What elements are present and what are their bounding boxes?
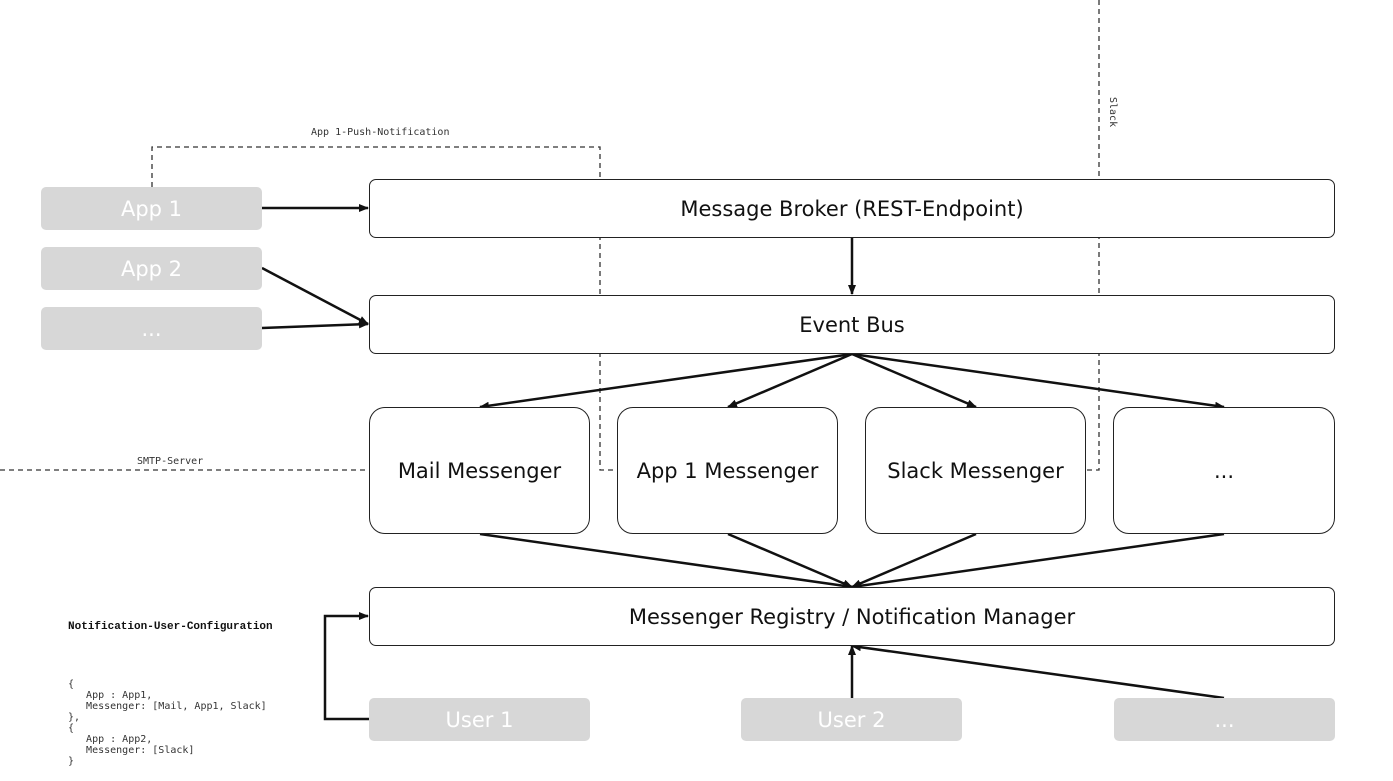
config-code: { App : App1, Messenger: [Mail, App1, Sl…: [68, 679, 267, 767]
event-bus-to-app1-messenger-arrow: [727, 352, 853, 409]
app-more-to-event-bus-arrow: [261, 320, 369, 330]
user-2-box: User 2: [741, 698, 962, 741]
slack-connection: [1086, 0, 1100, 471]
app2-to-event-bus-arrow: [261, 266, 369, 326]
notification-user-configuration: Notification-User-Configuration { App : …: [68, 585, 273, 781]
user-1-box: User 1: [369, 698, 590, 741]
user1-to-registry-arrow: [323, 612, 369, 721]
user-more-to-registry-arrow: [851, 643, 1225, 700]
event-bus-to-mail-arrow: [479, 352, 853, 410]
app1-messenger-to-registry-arrow: [727, 532, 853, 589]
event-bus-box: Event Bus: [369, 295, 1335, 354]
app1-messenger-box: App 1 Messenger: [617, 407, 838, 534]
slack-to-registry-arrow: [851, 532, 977, 589]
more-messenger-box: ...: [1113, 407, 1335, 534]
slack-messenger-box: Slack Messenger: [865, 407, 1086, 534]
more-messenger-to-registry-arrow: [851, 532, 1225, 590]
app-1-box: App 1: [41, 187, 262, 230]
user-more-box: ...: [1114, 698, 1335, 741]
app-more-box: ...: [41, 307, 262, 350]
messenger-registry-box: Messenger Registry / Notification Manage…: [369, 587, 1335, 646]
push-notification-connection: [151, 146, 617, 471]
mail-to-registry-arrow: [479, 532, 853, 590]
app-2-box: App 2: [41, 247, 262, 290]
event-bus-to-slack-arrow: [851, 352, 977, 409]
push-notification-label: App 1-Push-Notification: [311, 127, 450, 138]
smtp-label: SMTP-Server: [137, 456, 204, 467]
mail-messenger-box: Mail Messenger: [369, 407, 590, 534]
config-title: Notification-User-Configuration: [68, 621, 273, 633]
slack-label: Slack: [1107, 97, 1118, 128]
event-bus-to-more-messenger-arrow: [851, 352, 1225, 410]
message-broker-box: Message Broker (REST-Endpoint): [369, 179, 1335, 238]
